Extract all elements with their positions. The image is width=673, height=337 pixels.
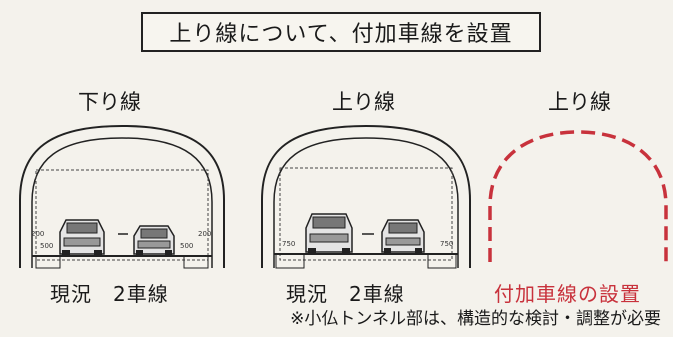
dim-label: 200 xyxy=(31,230,44,238)
caption-proposed: 付加車線の設置 xyxy=(494,282,641,306)
footnote: ※小仏トンネル部は、構造的な検討・調整が必要 xyxy=(290,309,661,329)
car-icon xyxy=(305,213,353,254)
heading-downbound: 下り線 xyxy=(78,90,141,114)
dim-label: 500 xyxy=(40,242,53,250)
dim-label: 500 xyxy=(180,242,193,250)
dim-label: 200 xyxy=(198,230,211,238)
tunnel-proposed-lane xyxy=(488,130,668,262)
car-icon xyxy=(381,219,425,254)
car-icon xyxy=(133,225,175,256)
title-banner: 上り線について、付加車線を設置 xyxy=(141,12,541,52)
dim-label: 750 xyxy=(440,240,453,248)
heading-upbound-proposed: 上り線 xyxy=(548,90,611,114)
caption-upbound-current: 現況 2車線 xyxy=(286,282,405,306)
tunnel-upbound-current: 750 750 xyxy=(261,124,471,269)
heading-upbound-current: 上り線 xyxy=(332,90,395,114)
caption-downbound: 現況 2車線 xyxy=(50,282,169,306)
dim-label: 750 xyxy=(282,240,295,248)
car-icon xyxy=(59,219,105,256)
title-text: 上り線について、付加車線を設置 xyxy=(169,22,513,47)
tunnel-downbound: 200 500 500 200 xyxy=(19,124,225,269)
